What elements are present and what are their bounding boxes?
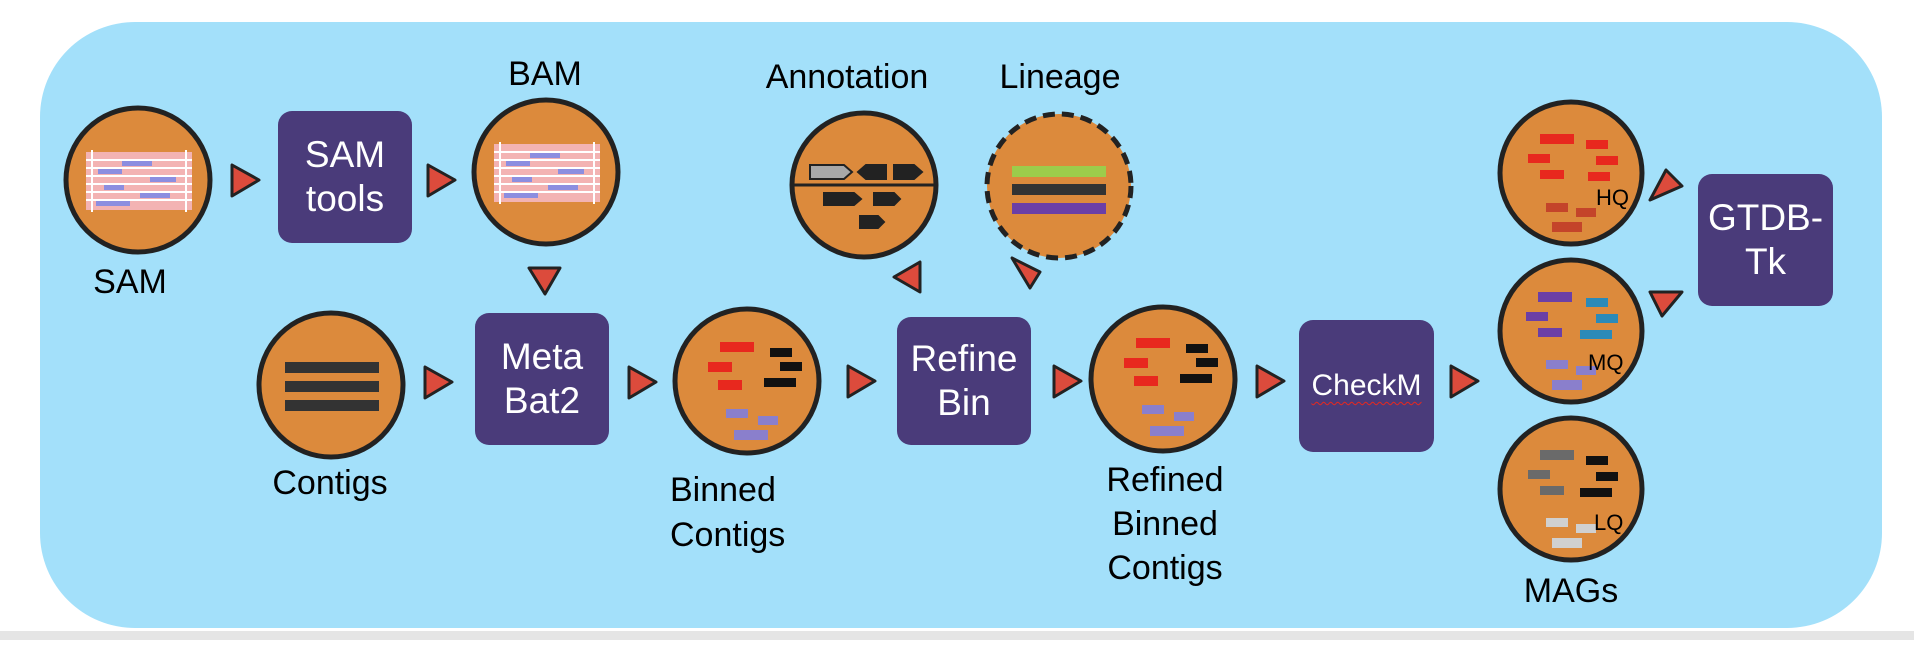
arrow-right-icon bbox=[846, 364, 877, 399]
annotation-node bbox=[789, 110, 939, 260]
bins-icon bbox=[1526, 292, 1618, 390]
sam-label: SAM bbox=[93, 263, 167, 301]
reads-alignment-icon bbox=[86, 150, 192, 212]
samtools-label: SAM tools bbox=[304, 134, 386, 219]
gtdbtk-box[interactable]: GTDB- Tk bbox=[1698, 174, 1833, 306]
bam-node bbox=[471, 97, 621, 247]
arrow-down-icon bbox=[527, 266, 562, 296]
refinebin-box[interactable]: Refine Bin bbox=[897, 317, 1031, 445]
contigs-icon bbox=[285, 362, 379, 411]
annotation-label: Annotation bbox=[765, 58, 929, 96]
lq-tag: LQ bbox=[1594, 510, 1623, 535]
gene-arrows-icon bbox=[809, 164, 924, 229]
contigs-node bbox=[256, 310, 406, 460]
arrow-right-icon bbox=[1449, 364, 1480, 399]
checkm-label: CheckM bbox=[1311, 369, 1422, 402]
arrow-right-icon bbox=[423, 365, 454, 400]
mags-label: MAGs bbox=[1523, 572, 1619, 610]
flow-arrows bbox=[230, 163, 1684, 400]
lineage-node bbox=[984, 111, 1134, 261]
mq-mag-node: MQ bbox=[1497, 257, 1645, 405]
metabat2-box[interactable]: Meta Bat2 bbox=[475, 313, 609, 445]
arrow-down-left-icon bbox=[1648, 290, 1684, 318]
refinebin-label: Refine Bin bbox=[910, 338, 1018, 423]
lq-mag-node: LQ bbox=[1497, 415, 1645, 563]
checkm-box[interactable]: CheckM bbox=[1299, 320, 1434, 452]
refined-binned-contigs-node bbox=[1088, 304, 1238, 454]
lineage-bars-icon bbox=[1012, 166, 1106, 214]
gtdbtk-label: GTDB- Tk bbox=[1707, 197, 1824, 282]
metabat2-label: Meta Bat2 bbox=[500, 336, 584, 421]
samtools-box[interactable]: SAM tools bbox=[278, 111, 412, 243]
arrow-right-icon bbox=[1052, 364, 1083, 399]
arrow-up-right-icon bbox=[1010, 256, 1042, 290]
hq-mag-node: HQ bbox=[1497, 99, 1645, 247]
bam-label: BAM bbox=[508, 55, 582, 93]
bins-icon bbox=[1528, 134, 1618, 232]
bottom-divider bbox=[0, 631, 1914, 640]
arrow-right-icon bbox=[1255, 364, 1286, 399]
arrow-right-icon bbox=[627, 365, 658, 400]
hq-tag: HQ bbox=[1596, 185, 1629, 210]
sam-node bbox=[63, 105, 213, 255]
mq-tag: MQ bbox=[1588, 350, 1623, 375]
bins-icon bbox=[1528, 450, 1618, 548]
arrow-left-icon bbox=[892, 260, 922, 294]
bins-icon bbox=[708, 342, 802, 440]
binned-contigs-label: Binned Contigs bbox=[670, 471, 786, 554]
refined-binned-contigs-label: Refined Binned Contigs bbox=[1106, 461, 1224, 587]
arrow-right-icon bbox=[230, 163, 261, 198]
bins-icon bbox=[1124, 338, 1218, 436]
contigs-label: Contigs bbox=[272, 464, 388, 502]
lineage-label: Lineage bbox=[999, 58, 1121, 96]
reads-alignment-icon bbox=[494, 142, 600, 204]
arrow-up-left-icon bbox=[1648, 168, 1684, 202]
arrow-right-icon bbox=[426, 163, 457, 198]
binned-contigs-node bbox=[672, 306, 822, 456]
